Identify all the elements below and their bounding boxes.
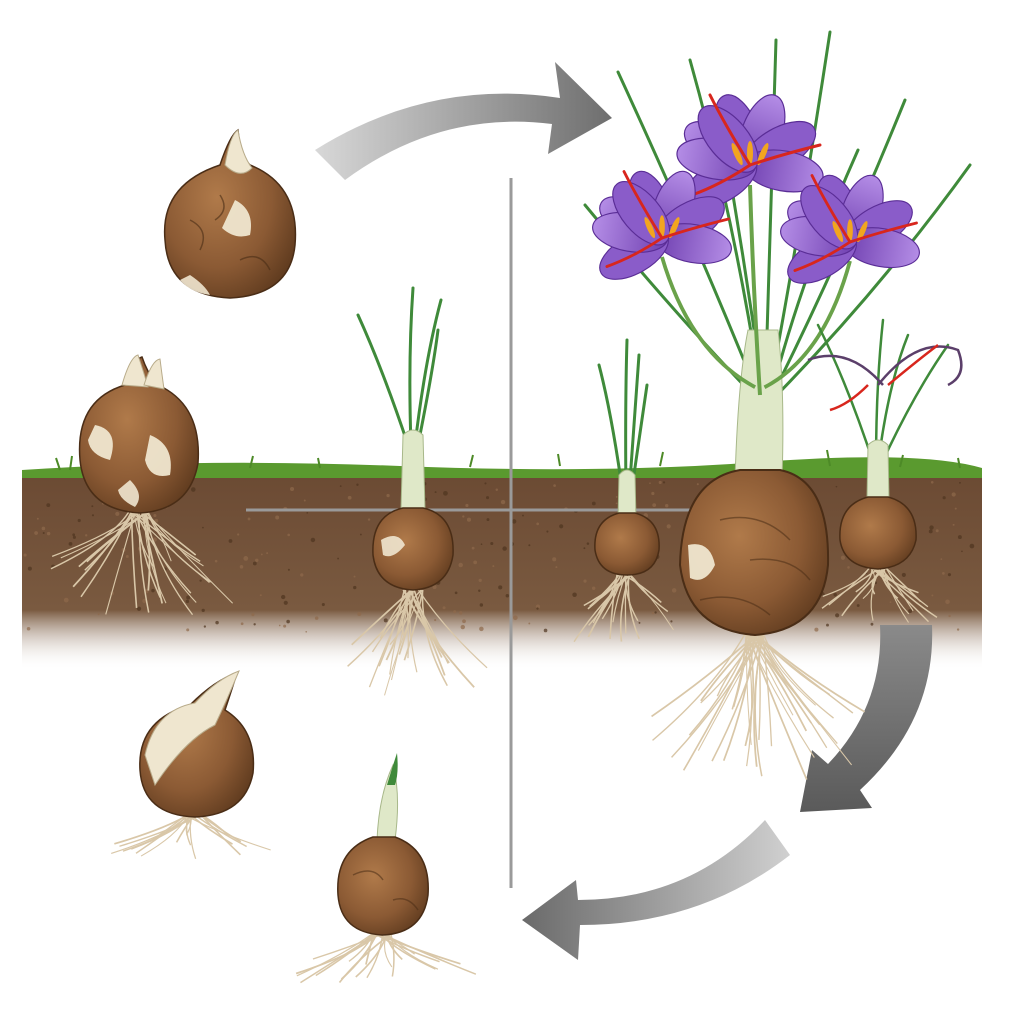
cycle-arrow-bottom: [522, 820, 790, 960]
crocus-flower: [592, 170, 757, 389]
stage-daughter-corm: [139, 670, 255, 818]
crocus-flower: [676, 93, 824, 396]
stage-sprouting-corm: [78, 354, 200, 514]
stage-withered-flower: [807, 318, 963, 570]
crocus-flower: [763, 174, 920, 390]
stage-new-sprout: [337, 753, 429, 936]
stage-dormant-corm: [163, 128, 297, 299]
stage-flowering-plant: [583, 30, 972, 637]
cycle-arrow-right: [800, 625, 933, 812]
stage-small-shoot: [594, 338, 660, 576]
cycle-arrow-top: [315, 62, 612, 180]
stage-young-shoot: [356, 286, 454, 591]
root-systems: [50, 509, 938, 984]
